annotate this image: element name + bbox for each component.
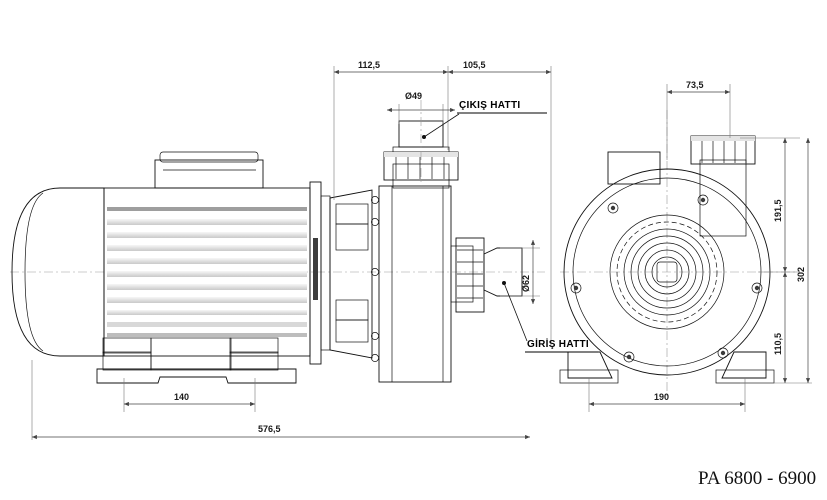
motor-body	[103, 187, 311, 371]
dimension-annotations: 112,5 105,5 Ø49 ÇIKIŞ HATTI Ø62 GİRİŞ HA…	[31, 60, 812, 440]
dim-top-left-a: 112,5	[358, 60, 380, 70]
motor-fan-cover	[11, 187, 105, 357]
dim-front-feet: 190	[654, 392, 669, 402]
dim-right-upper: 191,5	[773, 199, 783, 222]
dim-motor-feet: 140	[174, 392, 189, 402]
pump-adapter-bracket	[329, 189, 379, 362]
callout-outlet-label: ÇIKIŞ HATTI	[459, 100, 520, 111]
dim-outlet-diameter: Ø49	[405, 91, 422, 101]
housing-bolts	[570, 194, 763, 363]
front-elevation-view	[559, 110, 800, 400]
motor-base-rail	[96, 368, 297, 384]
terminal-box	[154, 151, 264, 189]
dim-right-lower: 110,5	[773, 333, 783, 355]
inlet-union-nut	[455, 237, 485, 313]
callout-inlet: GİRİŞ HATTI	[502, 281, 598, 353]
dim-inlet-diameter: Ø62	[521, 275, 531, 292]
dim-top-left-b: 105,5	[463, 60, 486, 70]
callout-inlet-label: GİRİŞ HATTI	[527, 337, 589, 350]
motor-feet	[102, 337, 279, 371]
pump-housing-side	[378, 185, 452, 383]
impeller-hub	[609, 214, 725, 330]
dim-right-total: 302	[796, 267, 806, 282]
side-elevation-view	[10, 120, 545, 384]
dim-overall-length: 576,5	[258, 424, 281, 434]
front-outlet-union-nut	[690, 135, 756, 165]
drawing-title: PA 6800 - 6900	[698, 468, 816, 489]
cooling-fins	[107, 207, 307, 337]
motor-flange	[309, 181, 331, 365]
dim-top-right: 73,5	[686, 80, 704, 90]
front-outlet-port	[690, 135, 756, 237]
callout-outlet: ÇIKIŞ HATTI	[422, 100, 547, 139]
